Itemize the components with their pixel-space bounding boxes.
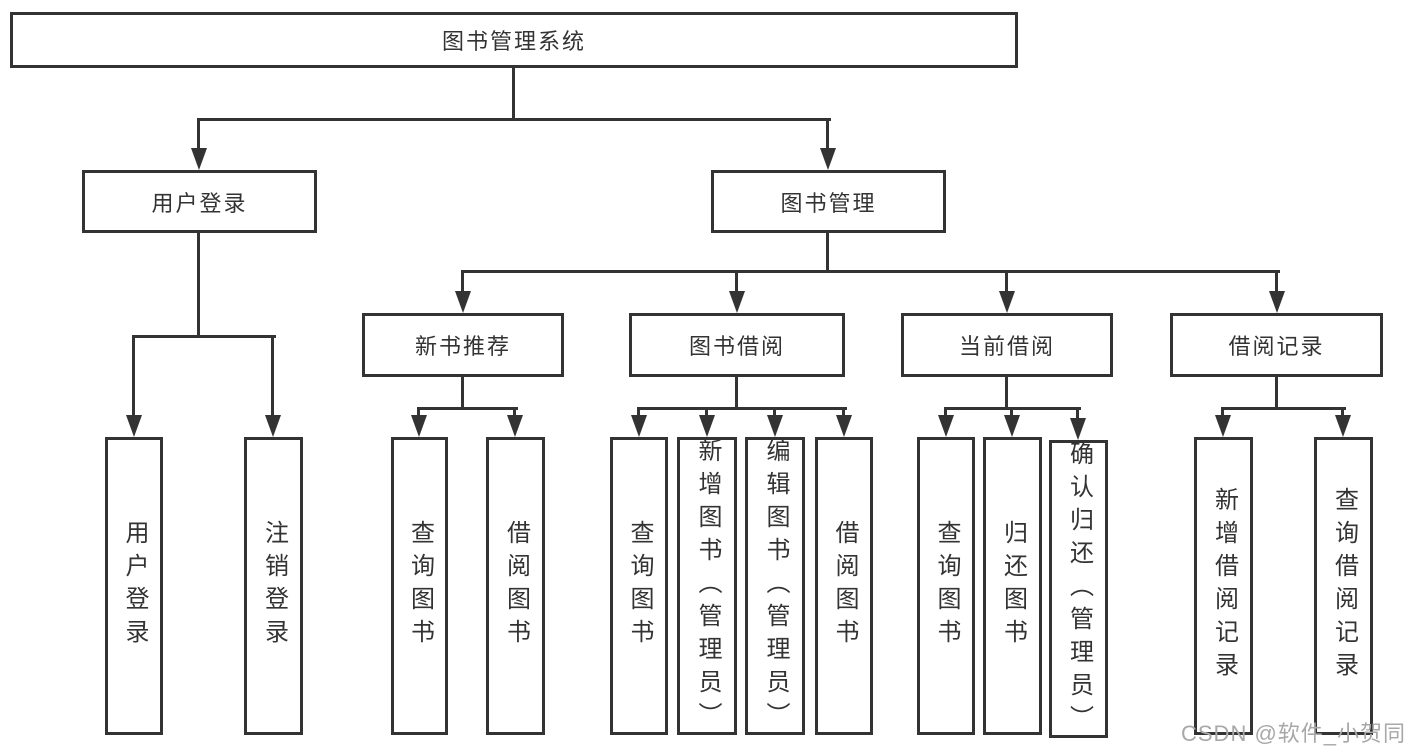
- arrowhead-query-books-1: [411, 415, 427, 437]
- node-root-label: 图书管理系统: [441, 29, 586, 54]
- arrowhead-book-borrow: [729, 291, 745, 313]
- arrowhead-leaf-user-login: [126, 415, 142, 437]
- leaf-confirm-return-admin-label: 确认归还（管理员）: [1065, 440, 1093, 738]
- leaf-query-books-1-label: 查询图书: [406, 520, 434, 652]
- leaf-borrow-books-2-label: 借阅图书: [831, 520, 858, 652]
- node-book-management: 图书管理: [711, 170, 946, 233]
- connector-drop-borrow-records: [1275, 270, 1278, 295]
- leaf-query-books-3-label: 查询图书: [933, 520, 960, 652]
- connector-root-stem: [512, 68, 515, 121]
- arrowhead-return-books: [1004, 415, 1020, 437]
- node-root: 图书管理系统: [10, 12, 1018, 68]
- connector-borrow-records-stem: [1275, 377, 1278, 410]
- leaf-edit-books-admin: 编辑图书（管理员）: [745, 437, 805, 735]
- connector-drop-current-borrow: [1005, 270, 1008, 295]
- connector-new-book-recommend-rail: [417, 407, 518, 410]
- arrowhead-book-management: [820, 148, 836, 170]
- arrowhead-add-borrow-record: [1215, 415, 1231, 437]
- arrowhead-confirm-return: [1070, 418, 1086, 440]
- leaf-query-books-1: 查询图书: [391, 437, 448, 735]
- leaf-return-books-label: 归还图书: [999, 520, 1027, 652]
- node-book-management-label: 图书管理: [780, 190, 877, 216]
- leaf-add-borrow-record: 新增借阅记录: [1194, 437, 1253, 735]
- connector-drop-confirm-return: [1076, 407, 1079, 419]
- connector-current-borrow-stem: [1005, 377, 1008, 410]
- leaf-user-login: 用户登录: [105, 437, 163, 735]
- connector-new-book-recommend-stem: [461, 377, 464, 410]
- node-book-borrow: 图书借阅: [629, 313, 845, 377]
- arrowhead-edit-books-admin: [767, 415, 783, 437]
- leaf-add-books-admin-label: 新增图书（管理员）: [694, 437, 721, 735]
- csdn-watermark: CSDN @软件_小贺同学: [1181, 721, 1405, 746]
- node-book-borrow-label: 图书借阅: [688, 334, 785, 359]
- node-current-borrow-label: 当前借阅: [958, 334, 1055, 359]
- connector-book-borrow-rail: [637, 407, 847, 410]
- connector-drop-borrow-books-2: [842, 407, 845, 419]
- leaf-query-borrow-record: 查询借阅记录: [1314, 437, 1373, 735]
- leaf-borrow-books-1: 借阅图书: [486, 437, 545, 735]
- arrowhead-borrow-records: [1269, 291, 1285, 313]
- connector-user-login-rail: [132, 335, 276, 338]
- connector-drop-book-management: [826, 118, 829, 152]
- connector-drop-leaf-logout: [271, 335, 274, 419]
- node-borrow-records-label: 借阅记录: [1228, 334, 1325, 359]
- connector-drop-return-books: [1010, 407, 1013, 419]
- leaf-logout: 注销登录: [244, 437, 303, 735]
- arrowhead-query-borrow-record: [1335, 415, 1351, 437]
- node-new-book-recommend-label: 新书推荐: [414, 334, 511, 359]
- leaf-logout-label: 注销登录: [260, 520, 288, 652]
- connector-level3-rail: [461, 270, 1280, 273]
- connector-book-borrow-stem: [735, 377, 738, 410]
- connector-drop-edit-books-admin: [773, 407, 776, 419]
- connector-drop-add-borrow-record: [1221, 407, 1224, 419]
- leaf-query-books-2: 查询图书: [610, 437, 668, 735]
- connector-drop-query-books-3: [944, 407, 947, 419]
- connector-user-login-stem: [197, 233, 200, 337]
- arrowhead-new-book-recommend: [455, 291, 471, 313]
- arrowhead-borrow-books-2: [836, 415, 852, 437]
- node-current-borrow: 当前借阅: [901, 313, 1113, 377]
- arrowhead-query-books-3: [938, 415, 954, 437]
- connector-drop-new-book-recommend: [461, 270, 464, 295]
- node-user-login: 用户登录: [82, 170, 317, 233]
- connector-drop-user-login: [197, 118, 200, 152]
- arrowhead-add-books-admin: [699, 415, 715, 437]
- leaf-user-login-label: 用户登录: [121, 520, 148, 652]
- connector-borrow-records-rail: [1221, 407, 1346, 410]
- leaf-borrow-books-2: 借阅图书: [815, 437, 873, 735]
- leaf-edit-books-admin-label: 编辑图书（管理员）: [762, 437, 789, 735]
- node-new-book-recommend: 新书推荐: [362, 313, 564, 377]
- arrowhead-borrow-books-1: [507, 415, 523, 437]
- connector-drop-book-borrow: [735, 270, 738, 295]
- node-borrow-records: 借阅记录: [1170, 313, 1383, 377]
- leaf-borrow-books-1-label: 借阅图书: [502, 520, 530, 652]
- connector-drop-leaf-user-login: [132, 335, 135, 419]
- leaf-query-borrow-record-label: 查询借阅记录: [1330, 487, 1358, 685]
- connector-drop-borrow-books-1: [513, 407, 516, 419]
- leaf-return-books: 归还图书: [983, 437, 1042, 735]
- arrowhead-query-books-2: [631, 415, 647, 437]
- leaf-add-books-admin: 新增图书（管理员）: [677, 437, 737, 735]
- leaf-query-books-3: 查询图书: [917, 437, 975, 735]
- node-user-login-label: 用户登录: [151, 190, 248, 216]
- leaf-add-borrow-record-label: 新增借阅记录: [1210, 487, 1238, 685]
- arrowhead-leaf-logout: [265, 415, 281, 437]
- connector-drop-query-books-2: [637, 407, 640, 419]
- connector-book-management-stem: [826, 233, 829, 273]
- arrowhead-user-login: [191, 148, 207, 170]
- connector-level1-rail: [197, 118, 831, 121]
- connector-drop-add-books-admin: [705, 407, 708, 419]
- connector-drop-query-books-1: [417, 407, 420, 419]
- leaf-confirm-return-admin: 确认归还（管理员）: [1049, 440, 1108, 738]
- connector-drop-query-borrow-record: [1341, 407, 1344, 419]
- arrowhead-current-borrow: [999, 291, 1015, 313]
- leaf-query-books-2-label: 查询图书: [626, 520, 653, 652]
